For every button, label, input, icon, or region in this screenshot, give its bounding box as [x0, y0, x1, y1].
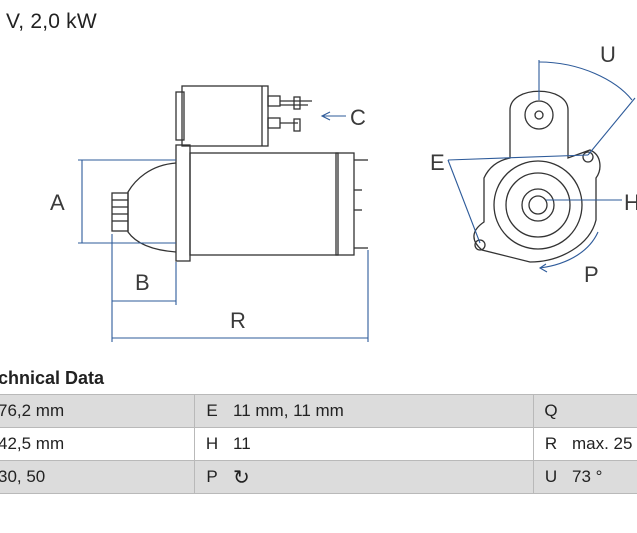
solenoid — [181, 85, 269, 147]
technical-data-title: chnical Data — [0, 368, 105, 388]
spec-value: 11 mm, 11 mm — [229, 394, 534, 428]
table-row: 30, 50 P ↻ U 73 ° — [0, 460, 637, 494]
spec-value: 30, 50 — [0, 460, 195, 494]
spec-header: V, 2,0 kW — [6, 10, 97, 33]
label-A: A — [50, 190, 65, 215]
label-E: E — [430, 150, 445, 175]
label-B: B — [135, 270, 150, 295]
label-U: U — [600, 42, 616, 67]
motor-housing — [189, 152, 339, 256]
spec-value: 76,2 mm — [0, 394, 195, 428]
label-H: H — [624, 190, 637, 215]
label-P: P — [584, 262, 599, 287]
label-R: R — [230, 308, 246, 333]
spec-key: R — [533, 427, 568, 461]
nose-housing — [127, 162, 177, 253]
spec-value: 73 ° — [568, 460, 637, 494]
label-C: C — [350, 105, 366, 130]
spec-key: U — [533, 460, 568, 494]
mounting-flange — [175, 144, 191, 262]
table-row: 42,5 mm H 11 R max. 25 — [0, 427, 637, 461]
spec-value: 11 — [229, 427, 534, 461]
front-flange-outline — [473, 90, 601, 263]
end-cap — [335, 152, 355, 256]
spec-key: Q — [533, 394, 568, 428]
table-row: 76,2 mm E 11 mm, 11 mm Q — [0, 394, 637, 428]
spec-key: H — [194, 427, 229, 461]
spec-value: max. 25 — [568, 427, 637, 461]
rotation-direction-icon: ↻ — [229, 460, 534, 494]
pinion — [111, 192, 129, 232]
spec-value — [568, 394, 637, 428]
technical-data-table: 76,2 mm E 11 mm, 11 mm Q 42,5 mm H 11 R … — [0, 394, 637, 494]
spec-key: P — [194, 460, 229, 494]
starter-motor-drawing: A B R C E H P U — [50, 42, 637, 342]
spec-value: 42,5 mm — [0, 427, 195, 461]
front-housing — [493, 160, 583, 250]
spec-key: E — [194, 394, 229, 428]
front-pinion — [521, 188, 555, 222]
